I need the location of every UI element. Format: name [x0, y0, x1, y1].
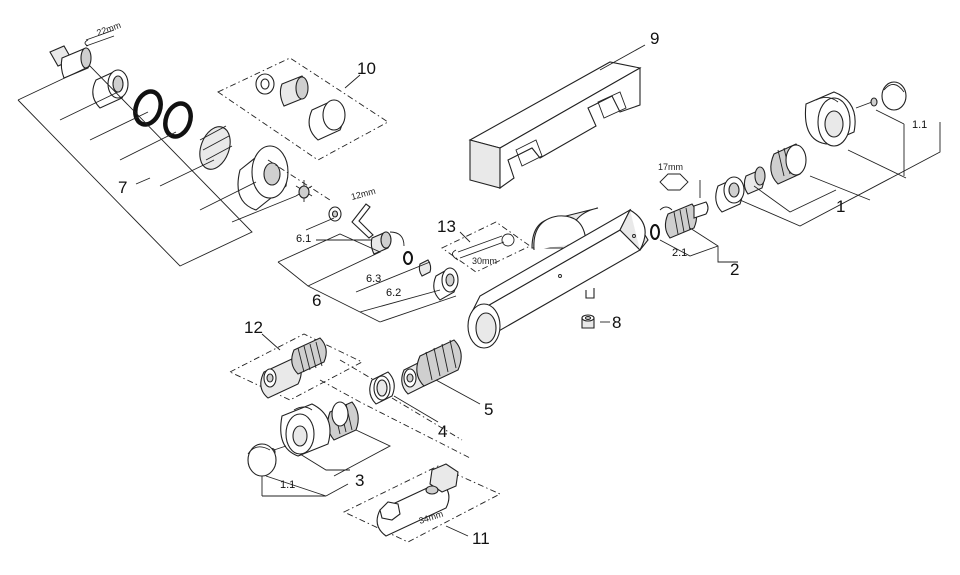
label-6-3: 6.3	[366, 273, 381, 285]
part-10-group	[217, 57, 389, 161]
part-6-group: 12mm	[277, 186, 459, 323]
label-6-2: 6.2	[386, 287, 401, 299]
part-8-small-nut	[581, 314, 595, 329]
label-1: 1	[836, 197, 845, 216]
label-10: 10	[357, 59, 376, 78]
part-3-handle-group	[247, 401, 392, 497]
label-6-1: 6.1	[296, 233, 311, 245]
label-11: 11	[472, 529, 490, 548]
label-8: 8	[612, 313, 621, 332]
label-2: 2	[730, 260, 739, 279]
hex-12mm-label: 12mm	[350, 186, 377, 202]
label-7: 7	[118, 178, 127, 197]
label-12: 12	[244, 318, 263, 337]
thermostat-main-body	[467, 207, 649, 349]
label-3: 3	[355, 471, 364, 490]
spanner-30mm-label: 30mm	[472, 256, 497, 266]
label-9: 9	[650, 29, 659, 48]
label-2-1: 2.1	[672, 247, 687, 259]
part-4-ring	[369, 371, 395, 405]
label-1-1-bottom: 1.1	[280, 479, 295, 491]
label-4: 4	[438, 422, 447, 441]
label-6: 6	[312, 291, 321, 310]
part-7-group: 22mm	[17, 20, 313, 267]
part-12-group	[228, 333, 363, 401]
part-11-tool: 34mm	[319, 379, 502, 543]
label-13: 13	[437, 217, 456, 236]
part-5-cartridge	[401, 339, 462, 395]
label-1-1-top: 1.1	[912, 119, 927, 131]
label-5: 5	[484, 400, 493, 419]
part-9-cover-plate	[468, 61, 642, 190]
wrench-22mm-label: 22mm	[95, 20, 122, 38]
part-2-cartridge: 17mm	[650, 162, 738, 263]
part-1-handle-group	[715, 81, 941, 227]
part-13-spanner: 30mm	[441, 221, 531, 273]
hex-17mm-label: 17mm	[658, 162, 683, 172]
